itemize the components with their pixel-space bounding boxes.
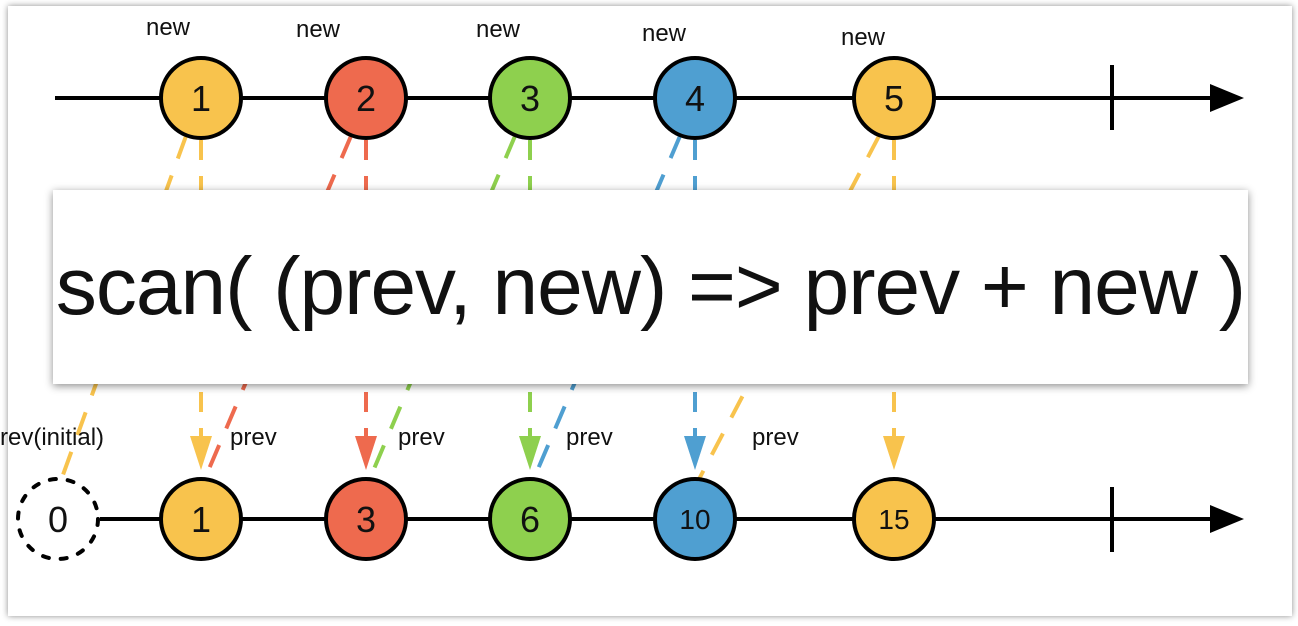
prev-label: prev bbox=[566, 424, 613, 451]
result-marble-value: 6 bbox=[520, 499, 540, 540]
prev-label: prev bbox=[398, 424, 445, 451]
prev-label: prev bbox=[752, 424, 799, 451]
initial-prev-label: rev(initial) bbox=[0, 424, 104, 451]
source-marble-value: 4 bbox=[685, 78, 705, 119]
result-marble: 15 bbox=[852, 477, 936, 561]
new-label: new bbox=[296, 16, 341, 43]
source-marble-circle bbox=[852, 56, 936, 140]
new-label: new bbox=[841, 24, 886, 51]
new-label: new bbox=[642, 20, 687, 47]
new-connector-arrowhead bbox=[883, 436, 905, 470]
labels: new new new new new rev(initial) prev prev prev p… bbox=[0, 14, 886, 451]
result-marble-circle bbox=[324, 477, 408, 561]
operator-box: scan( (prev, new) => prev + new ) bbox=[53, 190, 1248, 384]
result-marble-circle bbox=[488, 477, 572, 561]
result-marble-value: 10 bbox=[679, 504, 710, 535]
source-marble: 3 bbox=[488, 56, 572, 140]
new-connector-arrowhead bbox=[519, 436, 541, 470]
result-marble: 1 bbox=[159, 477, 243, 561]
result-arrowhead bbox=[1210, 505, 1244, 533]
source-marbles: 1 2 3 4 5 bbox=[159, 56, 936, 140]
source-marble: 2 bbox=[324, 56, 408, 140]
seed-marble: 0 bbox=[16, 477, 100, 561]
prev-label: prev bbox=[230, 424, 277, 451]
result-marble-circle bbox=[852, 477, 936, 561]
result-marble-value: 1 bbox=[191, 499, 211, 540]
source-marble-value: 5 bbox=[884, 78, 904, 119]
source-marble-value: 2 bbox=[356, 78, 376, 119]
source-arrowhead bbox=[1210, 84, 1244, 112]
new-connector-arrowhead bbox=[355, 436, 377, 470]
operator-label: scan( (prev, new) => prev + new ) bbox=[55, 241, 1246, 332]
new-connector-arrowhead bbox=[684, 436, 706, 470]
new-connector-arrowhead bbox=[190, 436, 212, 470]
new-label: new bbox=[476, 16, 521, 43]
source-marble-value: 1 bbox=[191, 78, 211, 119]
result-marble-value: 3 bbox=[356, 499, 376, 540]
result-marble: 10 bbox=[653, 477, 737, 561]
result-marble-value: 15 bbox=[878, 504, 909, 535]
source-marble-circle bbox=[159, 56, 243, 140]
result-marbles: 0 1 3 6 10 15 bbox=[16, 477, 936, 561]
source-marble-circle bbox=[324, 56, 408, 140]
source-marble: 4 bbox=[653, 56, 737, 140]
new-label: new bbox=[146, 14, 191, 41]
result-marble-circle bbox=[159, 477, 243, 561]
seed-marble-value: 0 bbox=[48, 499, 68, 540]
result-marble: 3 bbox=[324, 477, 408, 561]
source-marble: 1 bbox=[159, 56, 243, 140]
source-marble: 5 bbox=[852, 56, 936, 140]
result-marble: 6 bbox=[488, 477, 572, 561]
source-marble-circle bbox=[488, 56, 572, 140]
result-marble-circle bbox=[653, 477, 737, 561]
seed-marble-circle bbox=[16, 477, 100, 561]
source-marble-circle bbox=[653, 56, 737, 140]
source-marble-value: 3 bbox=[520, 78, 540, 119]
